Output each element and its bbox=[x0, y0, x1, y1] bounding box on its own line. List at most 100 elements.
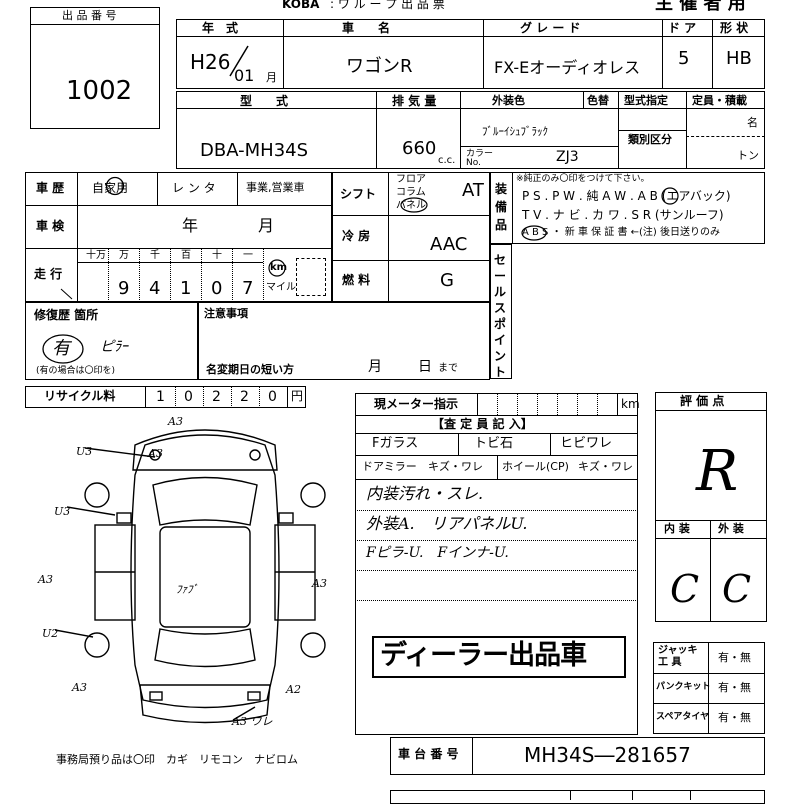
puncture-label: パンクキット bbox=[656, 682, 711, 692]
doors-label: ド ア bbox=[668, 21, 697, 35]
history-rental: レ ン タ bbox=[172, 181, 216, 195]
shift-opt-floor: フロア bbox=[396, 174, 426, 185]
tools-box bbox=[653, 642, 765, 734]
color-value: ﾌﾞﾙｰｲｼｭﾌﾞﾗｯｸ bbox=[482, 125, 548, 138]
doors-value: 5 bbox=[678, 48, 690, 69]
exterior-label: 外 装 bbox=[718, 522, 744, 535]
mileage-digit-1: 7 bbox=[242, 278, 254, 299]
year-slash bbox=[229, 45, 249, 77]
meter-crack: ヒビワレ bbox=[560, 436, 613, 451]
interior-grade: C bbox=[670, 567, 700, 611]
fuel-value: G bbox=[440, 270, 454, 291]
ac-label: 冷 房 bbox=[342, 229, 371, 243]
digit-label-10k: 万 bbox=[119, 250, 129, 261]
diagram-mark-3: U3 bbox=[76, 445, 93, 458]
sales-point-box bbox=[490, 244, 512, 379]
diagram-mark-10: A3 ワレ bbox=[232, 715, 273, 728]
recycle-box bbox=[25, 386, 306, 408]
capacity-unit-tons: トン bbox=[737, 149, 759, 162]
dealer-stamp bbox=[372, 636, 626, 678]
caution-month: 月 bbox=[368, 359, 382, 375]
header-role: 主 催 者 用 bbox=[655, 0, 746, 14]
spare-label: スペアタイヤ bbox=[656, 712, 710, 722]
diagram-mark-8: A3 bbox=[72, 681, 87, 694]
history-business: 事業,営業車 bbox=[246, 181, 305, 194]
panel-circle-mark bbox=[400, 197, 428, 213]
jack-option: 有・無 bbox=[718, 651, 751, 664]
digit-label-100: 百 bbox=[181, 250, 191, 261]
diagram-mark-2: A3 bbox=[148, 447, 163, 460]
model-value: ワゴンR bbox=[346, 56, 413, 77]
inspection-label: 車 検 bbox=[36, 219, 65, 233]
unit-km: km bbox=[270, 262, 288, 273]
repair-detail: ピﾗｰ bbox=[100, 339, 128, 355]
disp-value: 660 bbox=[402, 138, 437, 159]
meter-door-mirror: ドアミラー bbox=[362, 460, 417, 473]
diagram-mark-9: A2 bbox=[286, 683, 301, 696]
diagram-mark-1: A3 bbox=[168, 415, 183, 428]
diagram-mark-5: A3 bbox=[38, 573, 53, 586]
repair-label: 修復歴 箇所 bbox=[34, 308, 99, 322]
meter-glass: Fガラス bbox=[372, 436, 419, 451]
inspector-note-1: 内装汚れ・スレ. bbox=[366, 484, 484, 503]
recycle-digit-4: 2 bbox=[240, 389, 249, 405]
body-label: 形 状 bbox=[720, 21, 749, 35]
diagram-mark-4: U3 bbox=[54, 505, 71, 518]
month-value: 01 bbox=[234, 66, 255, 85]
diagram-center-note: ﾌｧﾌﾞ bbox=[176, 583, 198, 596]
inspector-note-2: 外装A. リアパネルU. bbox=[366, 514, 528, 533]
diagram-footer: 事務局預り品は〇印 カギ リモコン ナビロム bbox=[56, 753, 298, 766]
shift-table bbox=[332, 172, 490, 302]
inspection-month-unit: 月 bbox=[258, 216, 275, 235]
caution-suffix: まで bbox=[438, 363, 458, 374]
unit-box bbox=[296, 258, 326, 296]
digit-label-100k: 十万 bbox=[86, 250, 106, 261]
caution-label: 注意事項 bbox=[204, 307, 248, 320]
shift-opt-panel: パネル bbox=[396, 200, 426, 211]
header-title: : ワ ル ー プ 出 品 票 bbox=[330, 0, 445, 11]
history-table bbox=[25, 172, 332, 302]
type-label: 型 式 bbox=[240, 94, 289, 108]
caution-short-label: 名変期日の短い方 bbox=[206, 363, 294, 376]
puncture-option: 有・無 bbox=[718, 681, 751, 694]
fuel-label: 燃 料 bbox=[342, 273, 371, 287]
recycle-unit: 円 bbox=[291, 389, 304, 403]
dealer-stamp-text: ディーラー出品車 bbox=[380, 640, 587, 671]
type-spec-label: 型式指定 bbox=[624, 94, 668, 107]
type-value: DBA-MH34S bbox=[200, 140, 309, 161]
diagram-mark-6: A3 bbox=[312, 577, 327, 590]
mileage-label: 走 行 bbox=[34, 267, 63, 281]
capacity-unit-persons: 名 bbox=[747, 116, 758, 129]
spare-option: 有・無 bbox=[718, 711, 751, 724]
recycle-digit-3: 2 bbox=[212, 389, 221, 405]
meter-label: 現メーター指示 bbox=[374, 397, 459, 411]
disp-unit: c.c. bbox=[438, 155, 456, 166]
interior-label: 内 装 bbox=[664, 522, 690, 535]
chassis-value: MH34S―281657 bbox=[524, 743, 691, 767]
meter-stone-chip: トビ石 bbox=[474, 436, 514, 451]
inspector-label: 【査 定 員 記 入】 bbox=[432, 417, 533, 431]
chassis-box bbox=[390, 737, 765, 775]
abs-circle-mark bbox=[521, 225, 547, 241]
body-value: HB bbox=[726, 48, 752, 69]
mileage-digit-10: 0 bbox=[211, 278, 223, 299]
recycle-digit-5: 0 bbox=[268, 389, 277, 405]
ac-value: AAC bbox=[430, 234, 468, 255]
repair-circle-mark bbox=[42, 334, 84, 364]
jack-label: ジャッキ 工 具 bbox=[658, 645, 698, 668]
mileage-digit-1k: 4 bbox=[149, 278, 161, 299]
capacity-label: 定員・積載 bbox=[692, 94, 747, 107]
vehicle-table-second bbox=[176, 91, 765, 169]
vehicle-table-top bbox=[176, 19, 765, 89]
repair-box bbox=[25, 302, 198, 380]
meter-mirror-damage: キズ・ワレ bbox=[428, 460, 483, 473]
recycle-digit-2: 0 bbox=[184, 389, 193, 405]
disp-label: 排 気 量 bbox=[392, 94, 437, 108]
header-title-prefix: KOBA bbox=[282, 0, 320, 11]
repair-value: 有 bbox=[52, 338, 70, 359]
meter-wheel-damage: キズ・ワレ bbox=[578, 460, 633, 473]
shift-opt-column: コラム bbox=[396, 187, 426, 198]
lot-box bbox=[30, 7, 160, 129]
km-circle-mark bbox=[268, 259, 286, 277]
sales-point-label: セールスポイント bbox=[494, 253, 507, 379]
